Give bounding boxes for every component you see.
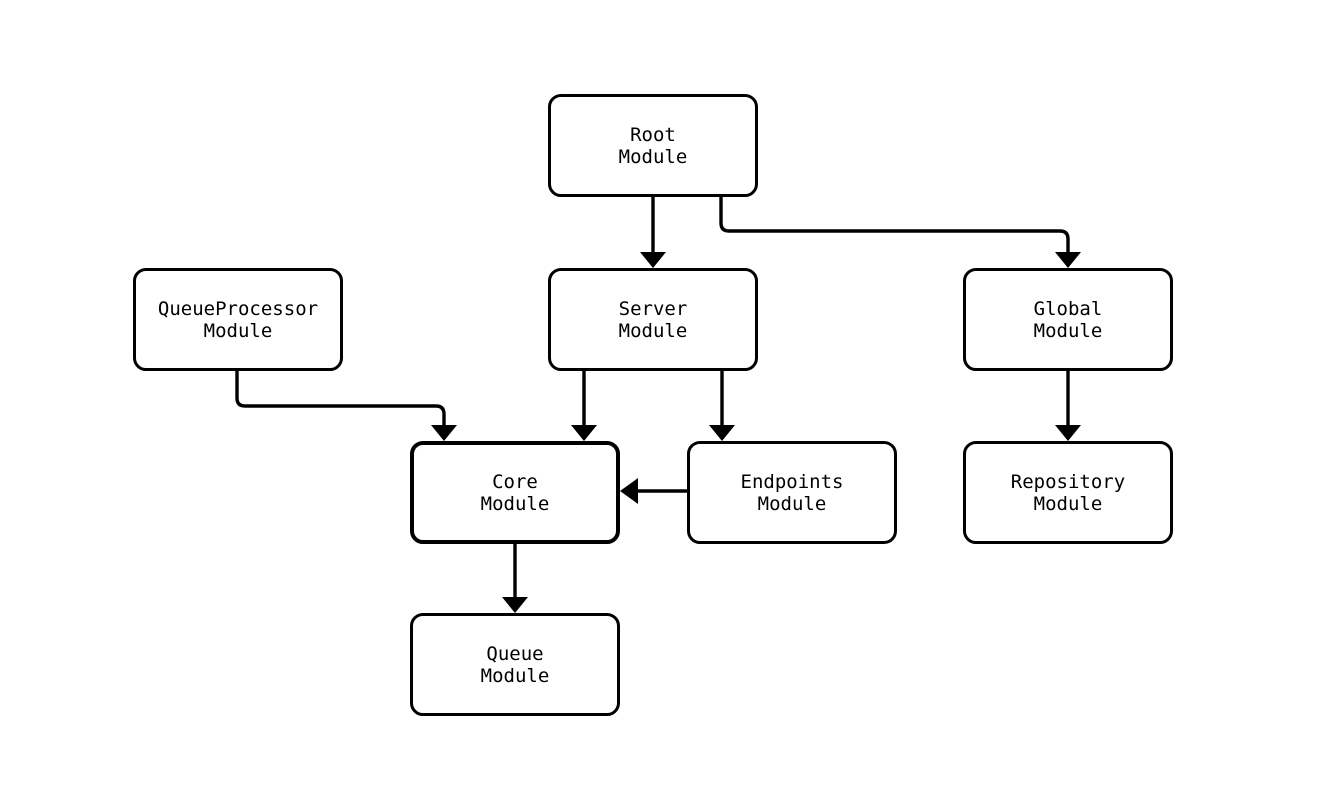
edge-core-to-queue	[502, 544, 528, 613]
node-queue-module-label-line2: Module	[480, 664, 550, 687]
node-queueprocessor-module-label-line1: QueueProcessor	[157, 297, 319, 320]
edge-server-to-endpoints	[709, 371, 735, 441]
node-queue-module-label-line1: Queue	[486, 642, 544, 665]
node-repository-module-label-line1: Repository	[1010, 470, 1126, 493]
edge-endpoints-to-core	[620, 478, 687, 504]
node-server-module[interactable]: Server Module	[548, 268, 758, 371]
node-repository-module-label-line2: Module	[1033, 492, 1103, 515]
node-core-module-label-line2: Module	[480, 492, 550, 515]
edge-root-to-global	[719, 197, 1081, 268]
node-global-module-label-line1: Global	[1033, 297, 1103, 320]
edge-global-to-repository	[1055, 371, 1081, 441]
node-core-module[interactable]: Core Module	[410, 441, 620, 544]
node-repository-module[interactable]: Repository Module	[963, 441, 1173, 544]
node-queue-module[interactable]: Queue Module	[410, 613, 620, 716]
node-global-module[interactable]: Global Module	[963, 268, 1173, 371]
node-root-module[interactable]: Root Module	[548, 94, 758, 197]
node-root-module-label-line2: Module	[618, 145, 688, 168]
node-global-module-label-line2: Module	[1033, 319, 1103, 342]
node-endpoints-module-label-line2: Module	[757, 492, 827, 515]
node-queueprocessor-module-label-line2: Module	[203, 319, 273, 342]
edge-queueprocessor-to-core	[235, 371, 457, 441]
node-queueprocessor-module[interactable]: QueueProcessor Module	[133, 268, 343, 371]
node-endpoints-module[interactable]: Endpoints Module	[687, 441, 897, 544]
node-root-module-label-line1: Root	[630, 123, 676, 146]
edge-root-to-server	[640, 197, 666, 268]
edge-server-to-core	[571, 371, 597, 441]
node-endpoints-module-label-line1: Endpoints	[740, 470, 844, 493]
node-core-module-label-line1: Core	[492, 470, 538, 493]
node-server-module-label-line1: Server	[618, 297, 688, 320]
node-server-module-label-line2: Module	[618, 319, 688, 342]
